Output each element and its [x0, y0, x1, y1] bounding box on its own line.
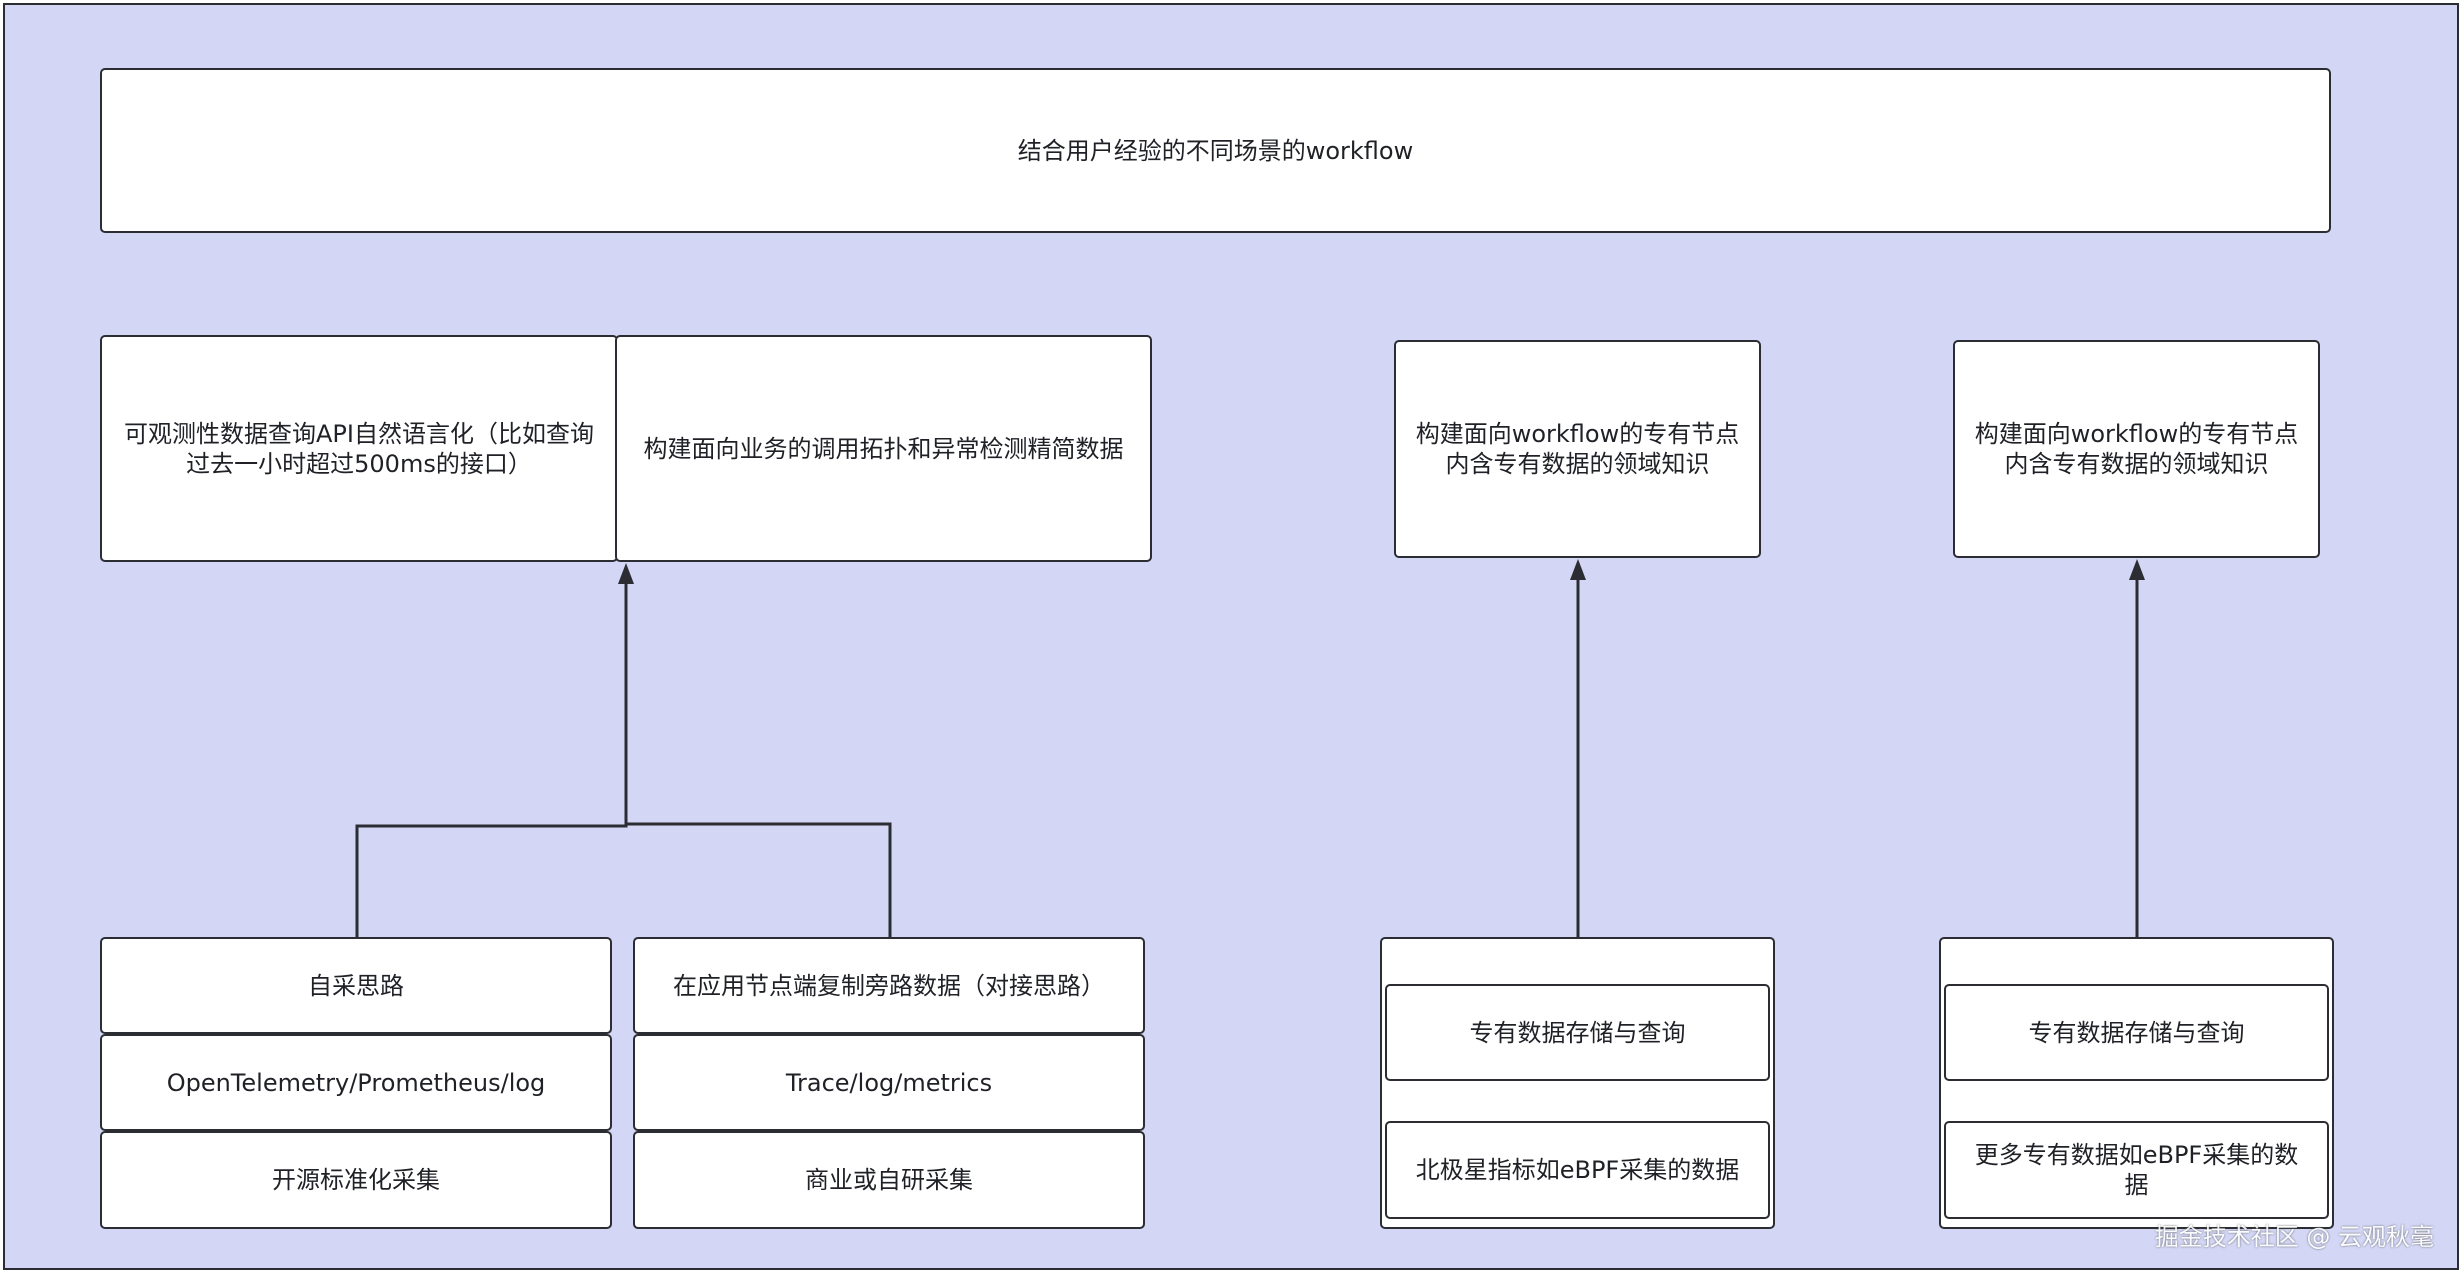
trace-log-metrics-box: Trace/log/metrics	[633, 1034, 1145, 1131]
trace-log-metrics-label: Trace/log/metrics	[785, 1068, 993, 1097]
dedicated-node-b-line1: 构建面向workflow的专有节点	[1974, 420, 2299, 448]
north-star-metrics-label: 北极星指标如eBPF采集的数据	[1415, 1156, 1740, 1184]
dedicated-node-box-b: 构建面向workflow的专有节点 内含专有数据的领域知识	[1953, 340, 2320, 558]
dedicated-store-query-box-a: 专有数据存储与查询	[1385, 984, 1770, 1081]
otel-prometheus-log-box: OpenTelemetry/Prometheus/log	[100, 1034, 612, 1131]
otel-prometheus-log-label: OpenTelemetry/Prometheus/log	[166, 1068, 546, 1097]
dedicated-store-query-b-label: 专有数据存储与查询	[2028, 1018, 2245, 1047]
dedicated-node-b-line2: 内含专有数据的领域知识	[2004, 450, 2269, 478]
self-collect-approach-label: 自采思路	[308, 971, 404, 1000]
nl-query-api-line2: 过去一小时超过500ms的接口）	[186, 449, 532, 478]
business-topology-label: 构建面向业务的调用拓扑和异常检测精简数据	[643, 434, 1124, 463]
dedicated-store-query-box-b: 专有数据存储与查询	[1944, 984, 2329, 1081]
nl-query-api-box: 可观测性数据查询API自然语言化（比如查询 过去一小时超过500ms的接口）	[100, 335, 618, 562]
self-collect-approach-box: 自采思路	[100, 937, 612, 1034]
open-source-collection-box: 开源标准化采集	[100, 1131, 612, 1229]
dedicated-node-a-line1: 构建面向workflow的专有节点	[1415, 420, 1740, 448]
more-dedicated-data-box: 更多专有数据如eBPF采集的数据	[1944, 1121, 2329, 1219]
workflow-scenarios-box: 结合用户经验的不同场景的workflow	[100, 68, 2331, 233]
bypass-data-box: 在应用节点端复制旁路数据（对接思路）	[633, 937, 1145, 1034]
more-dedicated-data-label: 更多专有数据如eBPF采集的数据	[1974, 1141, 2299, 1199]
dedicated-store-query-a-label: 专有数据存储与查询	[1469, 1018, 1686, 1047]
watermark-text: 掘金技术社区 @ 云观秋毫	[2154, 1223, 2434, 1251]
commercial-collection-box: 商业或自研采集	[633, 1131, 1145, 1229]
workflow-scenarios-label: 结合用户经验的不同场景的workflow	[1017, 136, 1414, 165]
north-star-metrics-box: 北极星指标如eBPF采集的数据	[1385, 1121, 1770, 1219]
bypass-data-label: 在应用节点端复制旁路数据（对接思路）	[673, 971, 1105, 1000]
commercial-collection-label: 商业或自研采集	[805, 1166, 973, 1194]
nl-query-api-line1: 可观测性数据查询API自然语言化（比如查询	[124, 419, 594, 448]
dedicated-node-box-a: 构建面向workflow的专有节点 内含专有数据的领域知识	[1394, 340, 1761, 558]
open-source-collection-label: 开源标准化采集	[272, 1166, 440, 1194]
dedicated-node-a-line2: 内含专有数据的领域知识	[1445, 450, 1710, 478]
business-topology-box: 构建面向业务的调用拓扑和异常检测精简数据	[615, 335, 1152, 562]
